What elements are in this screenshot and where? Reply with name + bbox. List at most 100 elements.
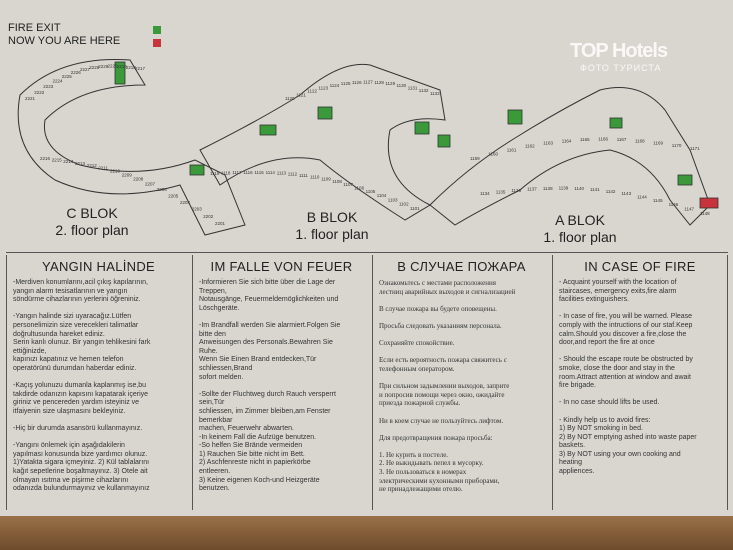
legend-fire-exit-label: FIRE EXIT xyxy=(8,22,61,34)
room-number: 1128 xyxy=(374,80,384,85)
room-number: 2205 xyxy=(168,193,179,198)
room-number: 1104 xyxy=(377,193,387,198)
legend: FIRE EXIT NOW YOU ARE HERE xyxy=(8,22,161,48)
room-number: 1167 xyxy=(617,137,627,142)
room-number: 1161 xyxy=(507,147,517,152)
room-number: 2212 xyxy=(87,163,98,168)
a-block-name: A BLOK xyxy=(555,212,605,228)
room-number: 1168 xyxy=(635,139,645,144)
room-number: 2201 xyxy=(215,221,226,226)
room-number: 1117 xyxy=(232,170,242,175)
room-number: 1164 xyxy=(562,138,572,143)
room-number: 2206 xyxy=(157,187,168,192)
room-number: 1118 xyxy=(221,171,231,176)
room-number: 2219 xyxy=(117,64,128,69)
room-number: 2226 xyxy=(71,70,82,75)
room-number: 1146 xyxy=(669,202,679,207)
room-number: 1136 xyxy=(511,188,521,193)
panel-german: IM FALLE VON FEUER -Informieren Sie sich… xyxy=(192,255,370,510)
fire-exit-b-1 xyxy=(259,124,277,136)
panel-english: IN CASE OF FIRE - Acquaint yourself with… xyxy=(552,255,728,510)
room-number: 1119 xyxy=(210,171,220,176)
room-number: 1138 xyxy=(543,186,553,191)
room-number: 1116 xyxy=(243,170,253,175)
room-number: 1141 xyxy=(590,187,600,192)
room-number: 2223 xyxy=(43,84,54,89)
fire-exit-a-1 xyxy=(507,109,523,125)
panel-english-title: IN CASE OF FIRE xyxy=(584,259,696,274)
watermark-brand: TOP Hotels xyxy=(570,40,668,62)
fire-exit-b-4 xyxy=(437,134,451,148)
room-number: 2227 xyxy=(80,67,91,72)
room-number: 1160 xyxy=(488,152,498,157)
room-number: 2208 xyxy=(133,177,144,182)
room-number: 1121 xyxy=(296,92,306,97)
room-number: 1162 xyxy=(525,144,535,149)
room-number: 1127 xyxy=(363,79,373,84)
room-number: 2228 xyxy=(89,65,100,70)
room-number: 1115 xyxy=(254,170,264,175)
room-number: 1133 xyxy=(430,91,440,96)
room-number: 1126 xyxy=(352,80,362,85)
fire-exit-b-3 xyxy=(414,121,430,135)
panel-german-text: -Informieren Sie sich bitte über die Lag… xyxy=(199,279,341,493)
a-block-plan: 1. floor plan xyxy=(543,229,617,245)
room-number: 1145 xyxy=(653,198,663,203)
a-block-caption: A BLOK 1. floor plan xyxy=(540,212,620,246)
b-block-plan: 1. floor plan xyxy=(295,226,369,242)
room-number: 1142 xyxy=(606,189,616,194)
room-number: 1147 xyxy=(684,207,694,212)
room-number: 2222 xyxy=(34,90,45,95)
you-are-here-marker xyxy=(699,197,719,209)
room-number: 1108 xyxy=(332,179,342,184)
room-number: 1131 xyxy=(408,85,418,90)
room-number: 1148 xyxy=(700,211,710,216)
room-number: 2210 xyxy=(110,169,121,174)
room-number: 2202 xyxy=(203,214,214,219)
room-number: 2229 xyxy=(98,64,109,69)
room-number: 2214 xyxy=(63,159,74,164)
room-number: 2213 xyxy=(75,161,86,166)
room-number: 1112 xyxy=(288,172,298,177)
b-block-outline xyxy=(199,63,446,221)
room-number: 1135 xyxy=(496,189,506,194)
room-number: 2221 xyxy=(25,96,36,101)
panel-russian-title: В СЛУЧАЕ ПОЖАРА xyxy=(397,259,526,274)
room-number: 1114 xyxy=(266,170,276,175)
fire-exit-a-3 xyxy=(677,174,693,186)
room-number: 1111 xyxy=(299,173,309,178)
room-number: 1165 xyxy=(580,137,590,142)
b-block-caption: B BLOK 1. floor plan xyxy=(292,209,372,243)
panel-turkish-title: YANGIN HALİNDE xyxy=(41,259,156,274)
room-number: 1137 xyxy=(527,187,537,192)
room-number: 1129 xyxy=(385,81,395,86)
watermark-tagline: ФОТО ТУРИСТА xyxy=(580,63,662,73)
room-number: 2203 xyxy=(192,207,203,212)
room-number: 2220 xyxy=(108,64,119,69)
room-number: 1163 xyxy=(543,141,553,146)
room-number: 1166 xyxy=(598,137,608,142)
room-number: 1110 xyxy=(310,175,320,180)
room-number: 1132 xyxy=(419,88,429,93)
room-number: 1130 xyxy=(397,83,407,88)
panel-english-text: - Acquaint yourself with the location of… xyxy=(559,279,697,476)
room-number: 1109 xyxy=(321,177,331,182)
panel-turkish-text: -Merdiven konumlarını,acil çıkış kapılar… xyxy=(13,279,151,493)
room-number: 2218 xyxy=(126,65,137,70)
room-number: 1124 xyxy=(330,83,340,88)
fire-exit-a-2 xyxy=(609,117,623,129)
room-number: 1159 xyxy=(470,156,480,161)
room-number: 2209 xyxy=(122,172,133,177)
room-number: 2225 xyxy=(62,74,73,79)
room-number: 1134 xyxy=(480,191,490,196)
room-number: 2204 xyxy=(180,200,191,205)
legend-fire-exit: FIRE EXIT xyxy=(8,22,161,35)
legend-you-are-here-label: NOW YOU ARE HERE xyxy=(8,35,121,47)
room-number: 1143 xyxy=(621,191,631,196)
room-number: 1106 xyxy=(354,186,364,191)
room-number: 2215 xyxy=(52,157,63,162)
panel-russian-text: Ознакомьтесь с местами расположения лест… xyxy=(379,279,516,494)
room-number: 1123 xyxy=(319,86,329,91)
room-number: 1105 xyxy=(366,189,376,194)
